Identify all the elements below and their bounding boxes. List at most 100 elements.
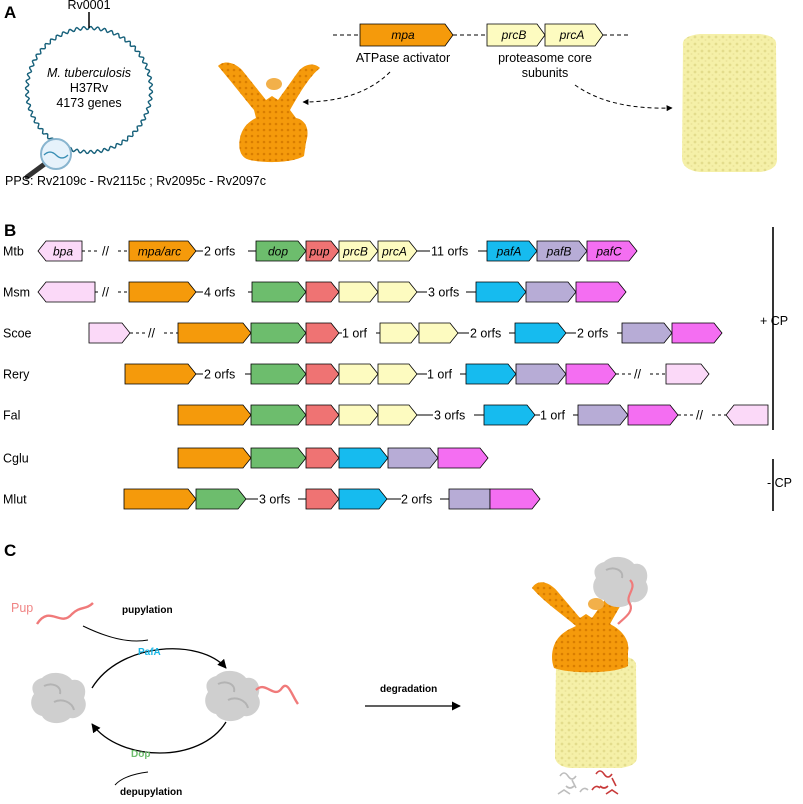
gene-prcA-label: prcA xyxy=(381,245,407,259)
panel-c-letter: C xyxy=(4,541,16,560)
gene-pafA xyxy=(514,322,567,344)
gene-bpa xyxy=(37,240,83,262)
gene-dop xyxy=(250,404,307,426)
orf-count: 4 orfs xyxy=(204,286,235,300)
gene-prcB xyxy=(338,363,379,385)
gene-mpa xyxy=(124,363,197,385)
mpa-caption: ATPase activator xyxy=(356,51,450,65)
gene-prcB xyxy=(379,322,420,344)
gene-dop xyxy=(195,488,247,510)
gene-pup-label: pup xyxy=(308,245,329,259)
gene-prcA xyxy=(377,404,418,426)
species-label-fal: Fal xyxy=(3,409,20,423)
gene-prcB xyxy=(338,281,379,303)
gene-prcB-label: prcB xyxy=(501,28,527,42)
gene-mpa xyxy=(128,281,197,303)
proteasome-complex xyxy=(532,556,648,795)
orf-count: 3 orfs xyxy=(259,493,290,507)
gene-dop xyxy=(250,447,307,469)
operon-mpa-prc: mpa prcB prcA ATPase activator proteasom… xyxy=(302,23,673,112)
pps-locus-text: PPS: Rv2109c - Rv2115c ; Rv2095c - Rv209… xyxy=(5,174,266,188)
plus-cp-label: + CP xyxy=(760,314,788,328)
gene-pafC xyxy=(575,281,627,303)
gene-prcA xyxy=(418,322,459,344)
mpa-hexamer-structure xyxy=(218,62,320,163)
gene-pafA xyxy=(486,240,538,262)
gene-pup xyxy=(305,488,340,510)
species-label-cglu: Cglu xyxy=(3,452,29,466)
degradation-label: degradation xyxy=(380,684,437,695)
orf-count: 3 orfs xyxy=(428,286,459,300)
gene-pup xyxy=(305,240,340,262)
gene-bpa-label: bpa xyxy=(53,245,73,259)
break-mark: // xyxy=(102,245,109,259)
gene-mpa-arc-label: mpa/arc xyxy=(138,245,181,259)
gene-bpa xyxy=(725,404,769,426)
break-mark: // xyxy=(696,409,703,423)
gene-dop xyxy=(251,281,307,303)
gene-pup xyxy=(305,322,340,344)
chromosome-ring xyxy=(24,25,154,155)
pupylation-arrow xyxy=(91,648,227,689)
panel-b-letter: B xyxy=(4,221,16,240)
orf-count: 2 orfs xyxy=(204,368,235,382)
gene-mpa xyxy=(177,322,252,344)
gene-pup xyxy=(305,363,340,385)
species-label-mtb: Mtb xyxy=(3,245,24,259)
orf-count: 3 orfs xyxy=(434,409,465,423)
complex-substrate xyxy=(593,556,648,625)
gene-pafA xyxy=(465,363,517,385)
gene-pafB xyxy=(621,322,673,344)
gene-pafA xyxy=(475,281,527,303)
magnifier-icon xyxy=(24,138,72,180)
gene-mpa xyxy=(177,404,252,426)
orf-count: 1 orf xyxy=(342,327,368,341)
gene-mpa xyxy=(123,488,197,510)
gene-pafC xyxy=(586,240,638,262)
gene-mpa xyxy=(177,447,252,469)
orf-count: 1 orf xyxy=(427,368,453,382)
gene-prcA xyxy=(377,363,418,385)
gene-prcA-label: prcA xyxy=(559,28,585,42)
break-mark: // xyxy=(102,286,109,300)
species-label-msm: Msm xyxy=(3,286,30,300)
species-label-scoe: Scoe xyxy=(3,327,32,341)
gene-pafB xyxy=(387,447,439,469)
orf-count: 11 orfs xyxy=(431,245,468,259)
gene-pup xyxy=(305,281,340,303)
gene-mpa-arc xyxy=(128,240,197,262)
gene-pafA xyxy=(483,404,536,426)
gene-pafB xyxy=(525,281,577,303)
orf-count: 2 orfs xyxy=(401,493,432,507)
species-label-mlut: Mlut xyxy=(3,493,27,507)
gene-dop xyxy=(255,240,307,262)
pupylated-substrate xyxy=(205,670,299,722)
gene-mpa-arrow xyxy=(359,23,454,47)
gene-mpa-label: mpa xyxy=(391,28,415,42)
substrate-protein-left xyxy=(31,672,86,724)
gene-prcB xyxy=(338,240,379,262)
gene-prcB xyxy=(338,404,379,426)
organism-name: M. tuberculosis xyxy=(47,66,131,80)
prc-caption-line1: proteasome core xyxy=(498,51,592,65)
gene-pafC xyxy=(565,363,617,385)
gene-pafC xyxy=(489,488,541,510)
orf-count: 2 orfs xyxy=(577,327,608,341)
dop-enzyme-label: Dop xyxy=(131,749,150,760)
gene-bpa xyxy=(37,281,96,303)
pupylation-cycle: Pup pupylation PafA Dop depupylation xyxy=(11,601,299,798)
degradation-step: degradation xyxy=(365,684,461,711)
gene-pafC xyxy=(437,447,489,469)
break-mark: // xyxy=(634,368,641,382)
gene-prcA xyxy=(377,240,418,262)
pupylation-label: pupylation xyxy=(122,605,173,616)
minus-cp-label: - CP xyxy=(767,476,792,490)
cp-bracket: + CP - CP xyxy=(760,227,792,511)
gene-pafB-label: pafB xyxy=(546,245,572,259)
gene-dop-label: dop xyxy=(268,245,288,259)
gene-pafA xyxy=(338,447,389,469)
gene-pafC xyxy=(671,322,723,344)
orf-count: 2 orfs xyxy=(204,245,235,259)
pup-protein-squiggle xyxy=(35,602,94,625)
